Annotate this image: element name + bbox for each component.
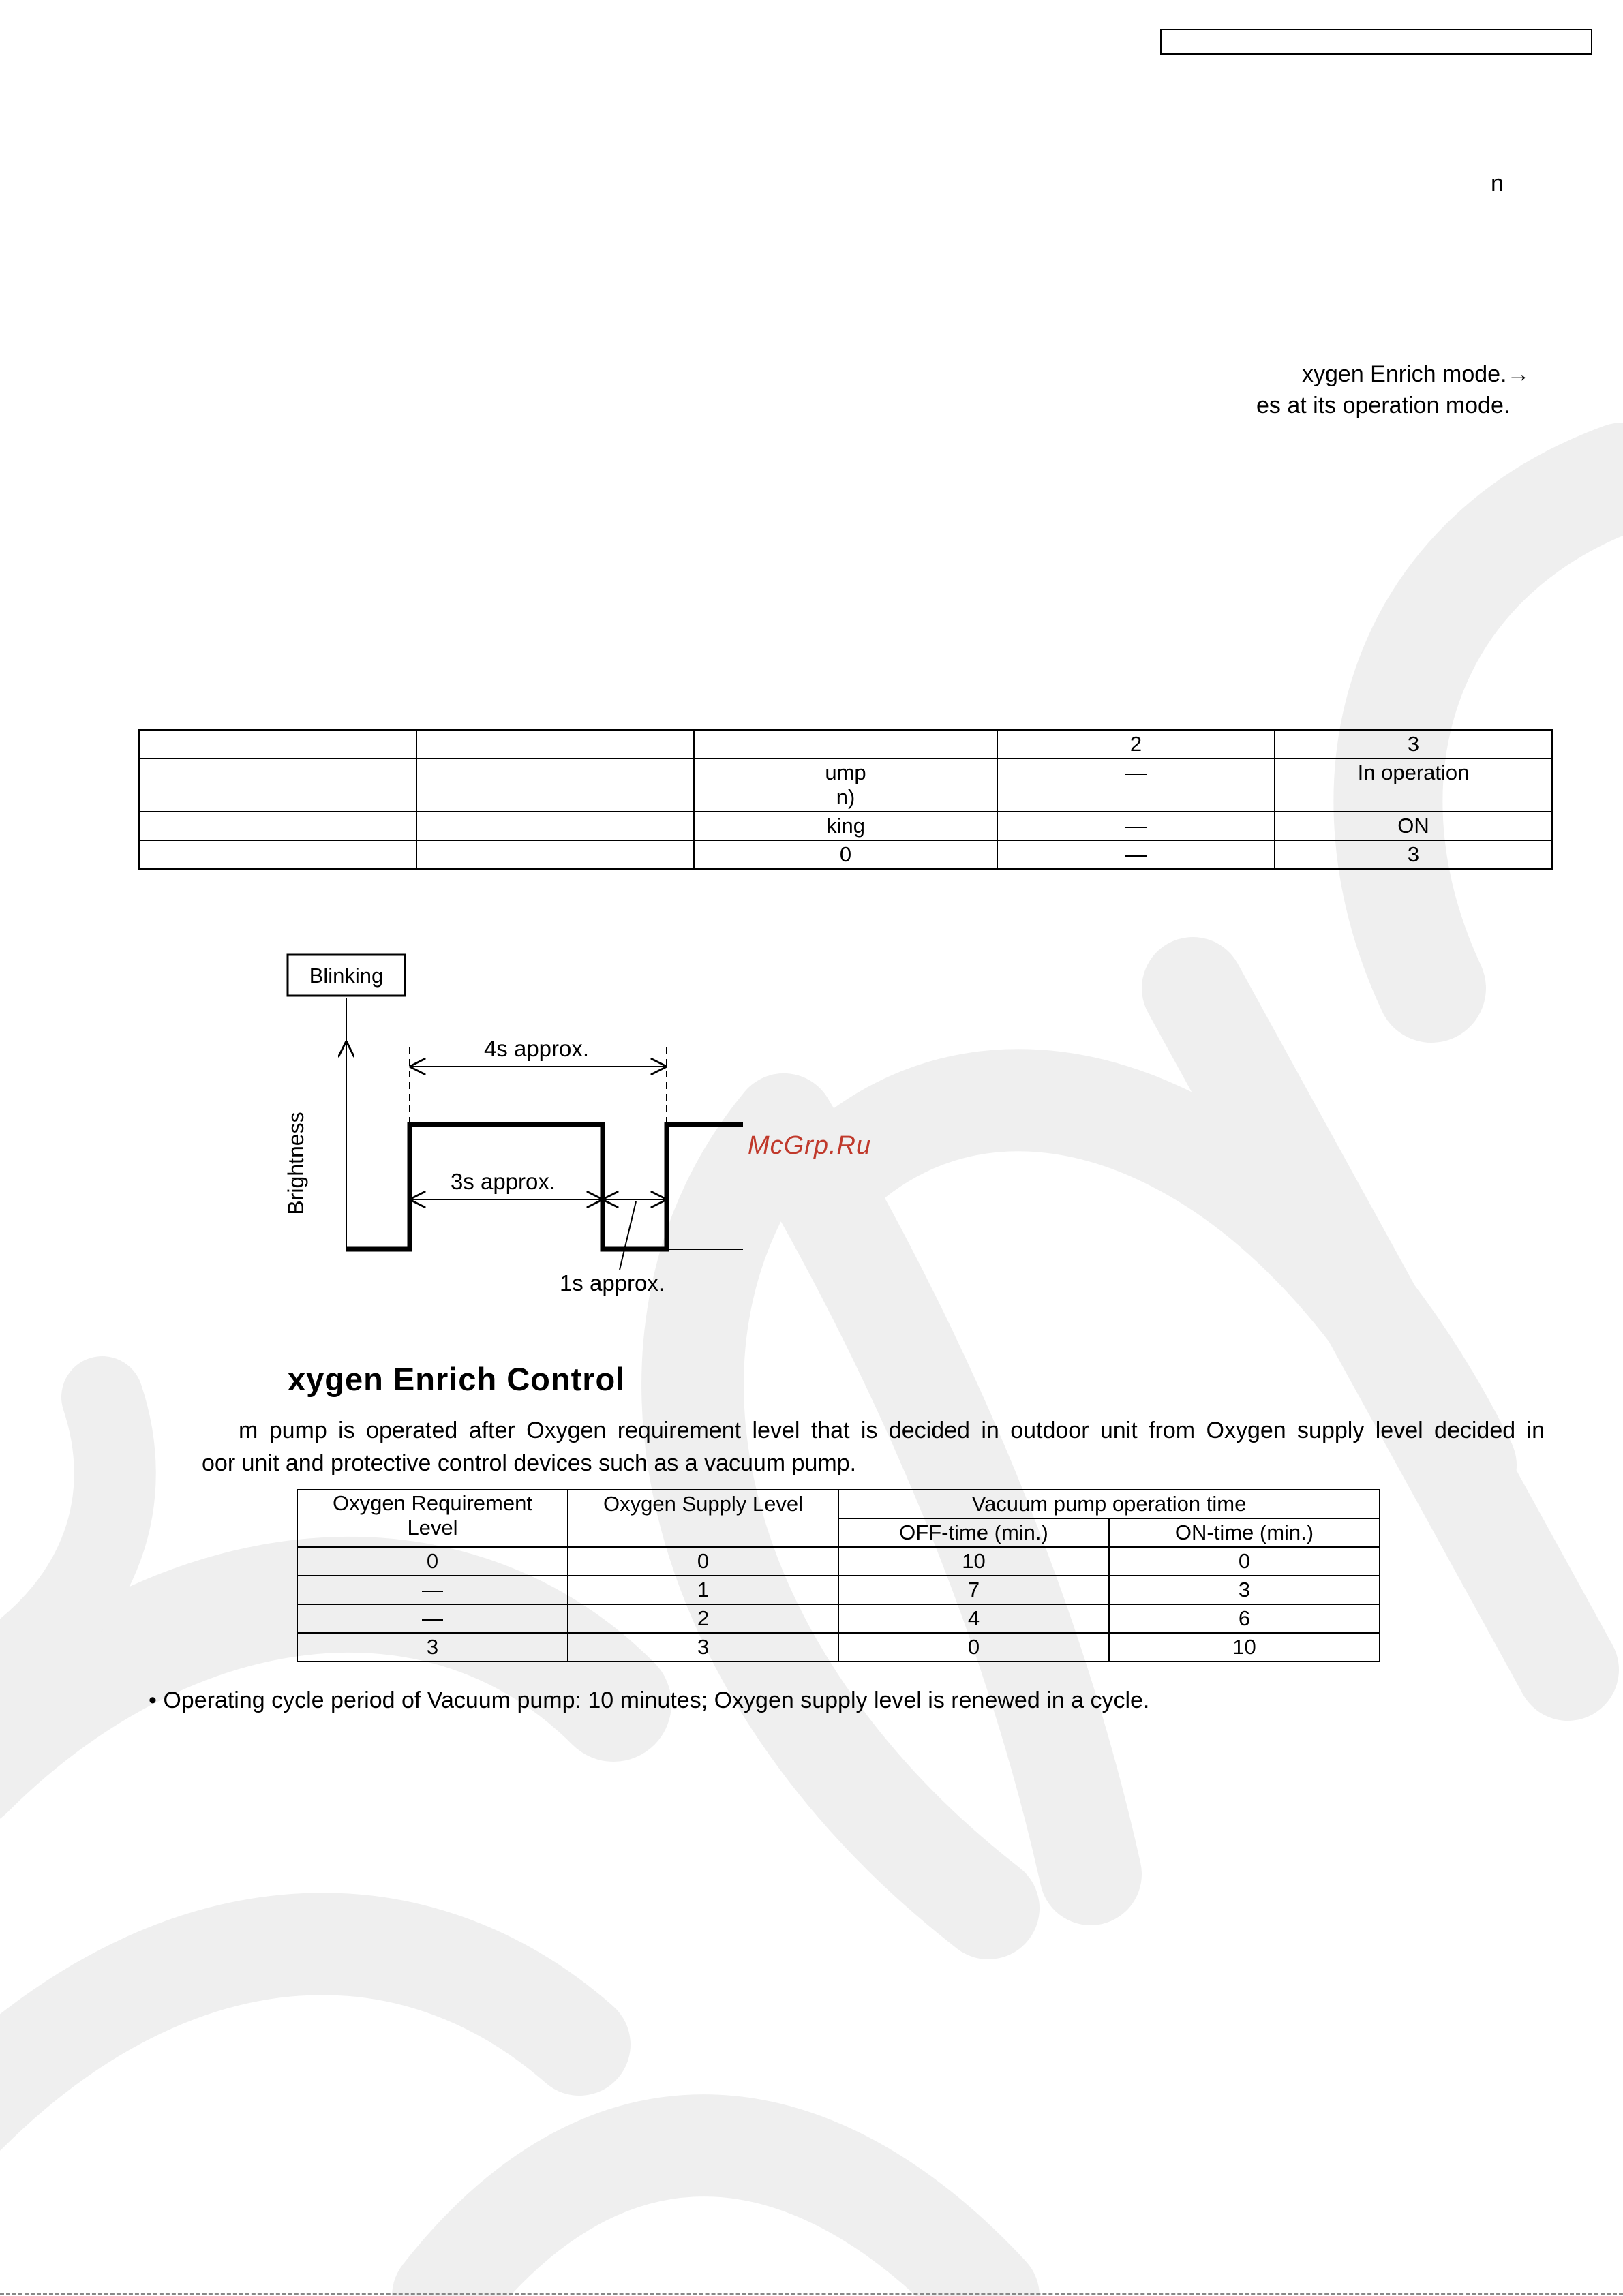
table-cell: king [693,811,998,841]
table-cell: 0 [693,840,998,870]
brightness-axis-label: Brightness [284,1112,308,1214]
paragraph-line: m pump is operated after Oxygen requirem… [239,1418,1545,1443]
table-row: 0 — 3 [138,840,1553,870]
table-row: — 1 7 3 [297,1575,1381,1605]
bullet-icon: • [149,1687,157,1713]
blinking-timing-diagram: Blinking Brightness 4s approx. 3s approx… [284,953,743,1296]
header-oxygen-requirement-level: Oxygen Requirement Level [297,1489,568,1548]
table-cell: 10 [1108,1632,1381,1662]
bullet-text: Operating cycle period of Vacuum pump: 1… [163,1687,1150,1713]
table-cell: 3 [1274,729,1553,759]
table-cell: ump n) [693,758,998,812]
table-cell: 0 [567,1546,839,1576]
table-cell: — [297,1604,568,1634]
watermark-link[interactable]: McGrp.Ru [748,1131,872,1160]
table-cell: — [997,758,1275,812]
table-cell: 0 [297,1546,568,1576]
table-row: ump n) — In operation [138,758,1553,812]
table-row: — 2 4 6 [297,1604,1381,1634]
bottom-rule [0,2293,1623,2295]
table-row: king — ON [138,811,1553,841]
table-cell: 2 [997,729,1275,759]
blinking-box [286,953,406,997]
table-cell [138,758,417,812]
table-cell [416,840,695,870]
table-cell: 0 [1108,1546,1381,1576]
table-cell: — [297,1575,568,1605]
table-cell: 3 [567,1632,839,1662]
oxygen-control-table: Oxygen Requirement Level Oxygen Supply L… [297,1489,1381,1662]
table-cell [138,840,417,870]
table-cell: 6 [1108,1604,1381,1634]
text-fragment-n: n [1491,170,1504,196]
1s-leader-line [619,1201,637,1270]
status-table: 2 3 ump n) — In operation king — ON 0 — … [138,729,1553,870]
paragraph-line: oor unit and protective control devices … [202,1450,857,1476]
table-cell: 0 [838,1632,1110,1662]
table-cell: 10 [838,1546,1110,1576]
table-row: 3 3 0 10 [297,1632,1381,1662]
header-box [1160,29,1592,55]
header-vacuum-pump-operation-time: Vacuum pump operation time [837,1489,1381,1519]
table-row: 2 3 [138,729,1553,759]
header-oxygen-supply-level: Oxygen Supply Level [567,1489,839,1548]
table-cell [416,758,695,812]
1s-label: 1s approx. [560,1270,665,1296]
table-cell: 4 [838,1604,1110,1634]
table-cell: In operation [1274,758,1553,812]
table-cell [416,729,695,759]
table-header-row: Oxygen Requirement Level Oxygen Supply L… [297,1489,1381,1548]
3s-label: 3s approx. [451,1169,556,1194]
4s-label: 4s approx. [484,1036,589,1061]
table-cell: 1 [567,1575,839,1605]
table-cell [693,729,998,759]
text-fragment-operation-mode: es at its operation mode. [1256,393,1511,418]
table-subheader-row: OFF-time (min.) ON-time (min.) [297,1518,1381,1548]
section-paragraph: m pump is operated after Oxygen requirem… [202,1414,1545,1480]
blinking-label: Blinking [309,964,384,988]
header-off-time: OFF-time (min.) [838,1518,1110,1548]
table-cell: 3 [1108,1575,1381,1605]
bullet-note: • Operating cycle period of Vacuum pump:… [149,1687,1149,1714]
table-cell: — [997,840,1275,870]
table-cell: 3 [1274,840,1553,870]
text-fragment-enrich-mode: xygen Enrich mode.→ [1302,361,1530,387]
table-row: 0 0 10 0 [297,1546,1381,1576]
table-cell: 3 [297,1632,568,1662]
table-cell [416,811,695,841]
table-cell: — [997,811,1275,841]
section-title: xygen Enrich Control [288,1361,626,1397]
table-cell [138,811,417,841]
table-cell: 2 [567,1604,839,1634]
header-on-time: ON-time (min.) [1108,1518,1381,1548]
table-cell: ON [1274,811,1553,841]
table-cell: 7 [838,1575,1110,1605]
brightness-waveform [346,1122,743,1252]
table-cell [138,729,417,759]
